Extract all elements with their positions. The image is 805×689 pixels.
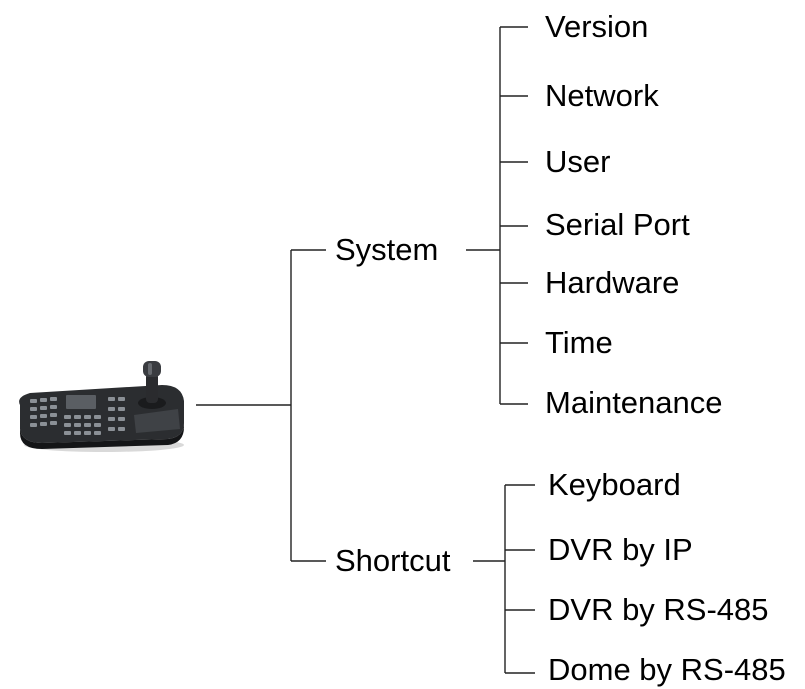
leaf-label: Version (545, 9, 649, 44)
ptz-keyboard-joystick-icon (19, 361, 184, 452)
leaf-label: Hardware (545, 265, 680, 300)
leaf-label: Keyboard (548, 467, 681, 502)
leaf-label: Maintenance (545, 385, 723, 420)
leaf-label: Dome by RS-485 (548, 652, 786, 687)
branch-label-system: System (335, 232, 439, 267)
leaf-label: DVR by IP (548, 532, 693, 567)
leaf-label: Time (545, 325, 613, 360)
leaf-label: Network (545, 78, 659, 113)
leaf-label: Serial Port (545, 207, 690, 242)
leaf-label: User (545, 144, 611, 179)
branch-label-shortcut: Shortcut (335, 543, 451, 578)
leaf-label: DVR by RS-485 (548, 592, 769, 627)
